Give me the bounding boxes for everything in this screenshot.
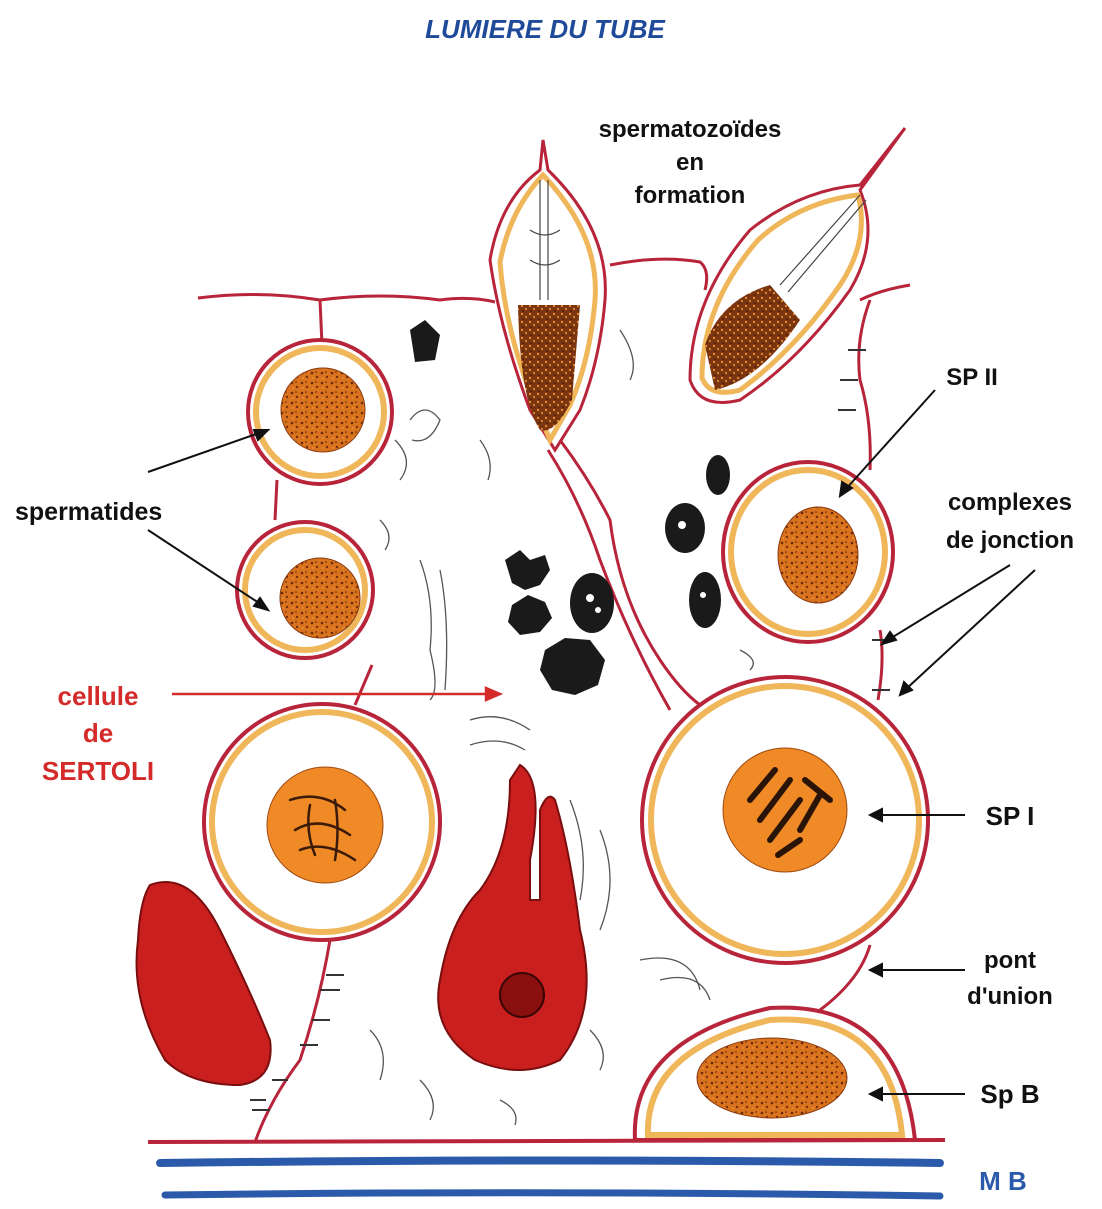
complexes-line-1: complexes (948, 489, 1072, 516)
primary-spermatocyte-left (204, 704, 440, 940)
spb-label: Sp B (980, 1079, 1039, 1109)
basal-membrane (160, 1161, 940, 1197)
spermatid-cell-2 (237, 522, 373, 658)
spermatozoon-1 (490, 140, 605, 450)
spermatid-cell-1 (248, 340, 392, 484)
pont-line-1: pont (984, 947, 1036, 974)
complexes-label: complexes de jonction (946, 489, 1074, 554)
spermatozoides-label: spermatozoïdes en formation (599, 116, 782, 209)
sertoli-nucleus-red (438, 765, 586, 1070)
spermatozoides-line-2: en (676, 149, 704, 176)
pont-line-2: d'union (967, 983, 1053, 1010)
pont-label: pont d'union (967, 947, 1053, 1010)
primary-spermatocyte-right (642, 677, 928, 963)
sertoli-line-2: de (83, 718, 113, 748)
spermatogonia-b (635, 1008, 915, 1140)
secondary-spermatocyte (723, 462, 893, 642)
spermatozoon-2 (690, 128, 905, 403)
sertoli-line-3: SERTOLI (42, 756, 154, 786)
complexes-line-2: de jonction (946, 527, 1074, 554)
sp1-label: SP I (986, 801, 1035, 831)
spermatozoides-line-1: spermatozoïdes (599, 116, 782, 143)
sertoli-label: cellule de SERTOLI (42, 681, 154, 786)
mb-label: M B (979, 1166, 1027, 1196)
sertoli-line-1: cellule (58, 681, 139, 711)
sp2-label: SP II (946, 364, 998, 391)
spermatides-label: spermatides (15, 498, 162, 526)
title-label: LUMIERE DU TUBE (425, 14, 665, 44)
sertoli-arrow (172, 688, 500, 700)
spermatozoides-line-3: formation (635, 182, 746, 209)
